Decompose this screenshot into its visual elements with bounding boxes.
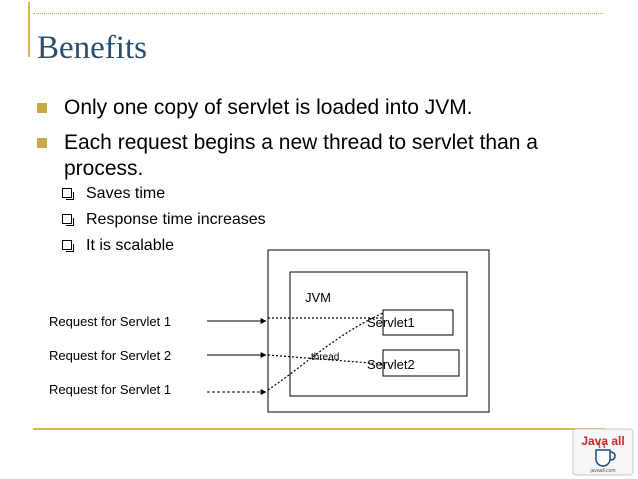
servlet2-label: Servlet2 [367, 357, 415, 372]
left-accent-rule [28, 2, 30, 57]
coffee-cup-icon [595, 449, 611, 467]
checkbox-bullet-icon [62, 240, 74, 252]
sub-bullet-text: Saves time [86, 185, 166, 202]
logo-tagline: javaall.com [589, 468, 615, 474]
steam-icon [598, 442, 606, 449]
bullet-text: Each request begins a new thread to serv… [64, 131, 538, 154]
bottom-rule [33, 428, 605, 430]
servlet1-label: Servlet1 [367, 315, 415, 330]
servlet1-box [382, 309, 454, 336]
server-box [267, 249, 490, 413]
bullet-text: Only one copy of servlet is loaded into … [64, 96, 473, 119]
checkbox-bullet-icon [62, 214, 74, 226]
slide-title: Benefits [37, 30, 147, 66]
thread-label: thread [311, 352, 339, 363]
request-label: Request for Servlet 1 [49, 314, 171, 329]
logo-text: Java all [581, 434, 624, 448]
request-label: Request for Servlet 2 [49, 348, 171, 363]
checkbox-bullet-icon [62, 188, 74, 200]
square-bullet-icon [37, 103, 47, 113]
request-label: Request for Servlet 1 [49, 382, 171, 397]
square-bullet-icon [37, 138, 47, 148]
thread-line [267, 312, 384, 391]
jvm-box [289, 271, 468, 397]
servlet2-box [382, 349, 460, 377]
thread-line [267, 354, 384, 365]
sub-bullet-text: It is scalable [86, 237, 175, 254]
top-dotted-rule [33, 13, 603, 14]
bullet-text: process. [64, 157, 144, 180]
sub-bullet-text: Response time increases [86, 211, 266, 228]
coffee-cup-handle [609, 451, 616, 461]
jvm-label: JVM [305, 290, 331, 305]
java-all-logo: Java all javaall.com [572, 428, 634, 476]
